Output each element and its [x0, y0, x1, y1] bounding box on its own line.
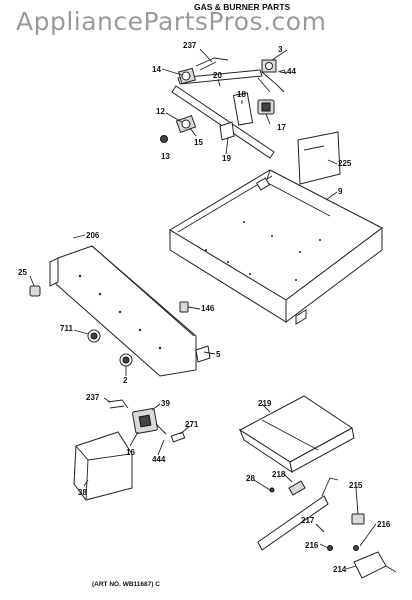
burner-box [169, 169, 383, 325]
gas-manifold-assembly [160, 57, 341, 185]
callout: 206 [86, 231, 100, 240]
callout: 237 [183, 41, 197, 50]
callout: 5 [216, 350, 221, 359]
callout: 271 [185, 420, 199, 429]
diagram-title: GAS & BURNER PARTS [194, 2, 291, 12]
oven-burner-assembly [238, 395, 397, 579]
callout: 17 [277, 123, 286, 132]
callout: 237 [86, 393, 100, 402]
callout-labels: 237 3 14 20 44 18 12 17 15 13 19 225 9 2… [18, 41, 391, 574]
callout: 225 [338, 159, 352, 168]
callout: 25 [18, 268, 27, 277]
callout: 146 [201, 304, 215, 313]
callout: 214 [333, 565, 347, 574]
callout: 18 [237, 90, 246, 99]
callout: 16 [126, 448, 135, 457]
callout: 3 [278, 45, 283, 54]
callout: 711 [60, 324, 73, 333]
callout: 216 [305, 541, 319, 550]
callout: 44 [287, 67, 296, 76]
callout: 216 [377, 520, 391, 529]
loose-parts [29, 285, 189, 367]
watermark: AppliancePartsPros.com [16, 7, 326, 36]
callout: 219 [258, 399, 272, 408]
callout: 13 [161, 152, 170, 161]
leader-lines [29, 48, 377, 570]
callout: 217 [301, 516, 315, 525]
callout: 218 [272, 470, 286, 479]
callout: 39 [161, 399, 170, 408]
callout: 20 [213, 71, 222, 80]
callout: 444 [152, 455, 166, 464]
callout: 15 [194, 138, 203, 147]
callout: 2 [123, 376, 128, 385]
oven-valve-assembly [73, 399, 186, 501]
callout: 28 [246, 474, 255, 483]
callout: 9 [338, 187, 343, 196]
callout: 14 [152, 65, 161, 74]
art-number: (ART NO. WB11687) C [92, 581, 160, 588]
callout: 19 [222, 154, 231, 163]
manifold-panel [49, 245, 211, 377]
callout: 12 [156, 107, 165, 116]
callout: 215 [349, 481, 363, 490]
callout: 38 [78, 488, 87, 497]
